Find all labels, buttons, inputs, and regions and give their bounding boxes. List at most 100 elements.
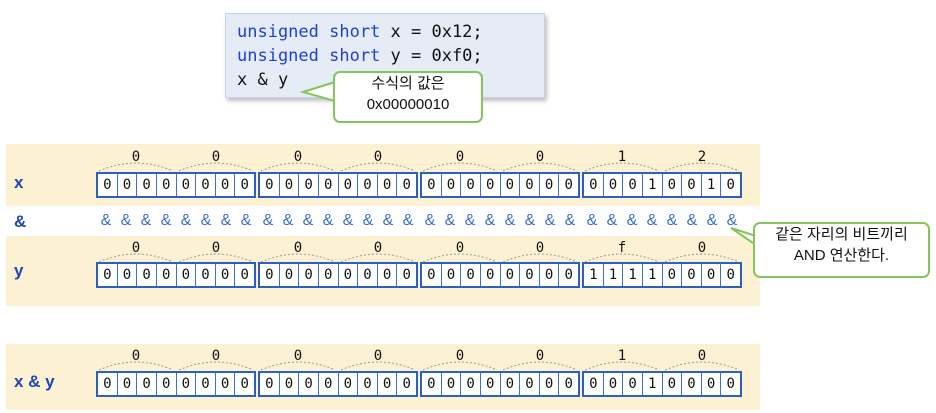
bit-cell: 0	[501, 174, 521, 196]
and-operator: &	[120, 212, 132, 229]
bit-cell: 0	[299, 174, 319, 196]
bit-cell: 0	[584, 174, 604, 196]
hex-digit: 0	[293, 240, 303, 256]
and-operator: &	[262, 212, 274, 229]
bit-cell: 0	[702, 264, 722, 286]
hex-digit: 0	[131, 348, 141, 364]
and-operator: &	[302, 212, 314, 229]
and-operator: &	[606, 212, 618, 229]
bit-cell: 0	[564, 267, 573, 283]
bit-cell: 0	[358, 373, 378, 395]
bit-cell: 0	[726, 177, 735, 193]
bit-cell: 0	[240, 376, 249, 392]
bit-cell: 0	[358, 264, 378, 286]
and-operator: &	[626, 212, 638, 229]
and-operator: &	[726, 212, 738, 229]
bit-cell: 0	[663, 373, 683, 395]
bit-cell: 1	[702, 174, 722, 196]
bit-cell: 1	[643, 174, 663, 196]
bit-cell: 0	[682, 264, 702, 286]
hex-digit: 0	[211, 240, 221, 256]
bit-cell: 0	[442, 264, 462, 286]
and-operator: &	[524, 212, 536, 229]
bit-cell: 0	[540, 264, 560, 286]
code-keyword: unsigned short	[237, 22, 381, 42]
and-operator: &	[282, 212, 294, 229]
bit-cell: 0	[319, 174, 339, 196]
hex-digit: 0	[535, 348, 545, 364]
bit-cell: 0	[157, 264, 177, 286]
hex-digit: f	[617, 240, 627, 256]
bit-cell: 0	[157, 373, 177, 395]
and-operator: &	[686, 212, 698, 229]
bit-cell: 0	[461, 264, 481, 286]
bit-cell: 0	[402, 376, 411, 392]
and-operator: &	[322, 212, 334, 229]
bit-cell: 0	[501, 264, 521, 286]
bit-cell: 0	[540, 373, 560, 395]
and-operator: &	[402, 212, 414, 229]
bit-cell: 0	[216, 373, 236, 395]
hex-digit: 0	[293, 149, 303, 165]
bit-cell: 0	[378, 174, 398, 196]
code-line-1: unsigned short x = 0x12;	[237, 22, 483, 42]
and-operator: &	[342, 212, 354, 229]
and-operator: &	[240, 212, 252, 229]
bit-cell: 0	[442, 174, 462, 196]
bit-cell: 0	[663, 174, 683, 196]
bit-cell: 0	[520, 174, 540, 196]
bit-cell: 0	[137, 264, 157, 286]
bit-cell: 0	[564, 376, 573, 392]
bit-cell: 0	[319, 373, 339, 395]
bit-cell: 0	[339, 373, 359, 395]
and-operator: &	[504, 212, 516, 229]
bit-cell: 0	[623, 174, 643, 196]
bit-cell: 0	[98, 373, 118, 395]
bit-cell: 0	[461, 373, 481, 395]
bit-cell: 1	[643, 373, 663, 395]
bit-cell: 0	[280, 264, 300, 286]
hex-digit: 0	[373, 240, 383, 256]
hex-digit: 0	[455, 348, 465, 364]
bit-cell: 0	[98, 174, 118, 196]
bit-cell: 0	[177, 174, 197, 196]
explanation-note: 같은 자리의 비트끼리 AND 연산한다.	[753, 222, 930, 278]
bit-cell: 0	[442, 373, 462, 395]
bit-cell: 1	[604, 264, 624, 286]
bit-cell: 0	[299, 264, 319, 286]
bit-cell: 1	[584, 264, 604, 286]
bit-cell: 0	[402, 177, 411, 193]
bit-cell: 0	[564, 177, 573, 193]
bit-cell: 0	[240, 177, 249, 193]
and-operator: &	[100, 212, 112, 229]
bit-cell: 0	[157, 174, 177, 196]
bit-cell: 0	[260, 264, 280, 286]
and-operator: &	[140, 212, 152, 229]
bit-cell: 0	[520, 264, 540, 286]
hex-digit: 0	[131, 149, 141, 165]
bit-cell: 0	[339, 174, 359, 196]
and-operator: &	[484, 212, 496, 229]
and-operator: &	[180, 212, 192, 229]
value-callout: 수식의 값은 0x00000010	[333, 71, 483, 123]
and-operator: &	[220, 212, 232, 229]
hex-digit: 0	[535, 149, 545, 165]
bit-cell: 0	[196, 373, 216, 395]
bit-cell: 0	[98, 264, 118, 286]
bit-cell: 0	[118, 174, 138, 196]
bit-cell: 0	[726, 267, 735, 283]
bit-cell: 0	[280, 373, 300, 395]
and-operator: &	[382, 212, 394, 229]
bit-cell: 0	[584, 373, 604, 395]
callout-line-2: 0x00000010	[366, 96, 450, 113]
bit-cell: 0	[604, 174, 624, 196]
and-operator: &	[160, 212, 172, 229]
bit-cell: 0	[378, 264, 398, 286]
